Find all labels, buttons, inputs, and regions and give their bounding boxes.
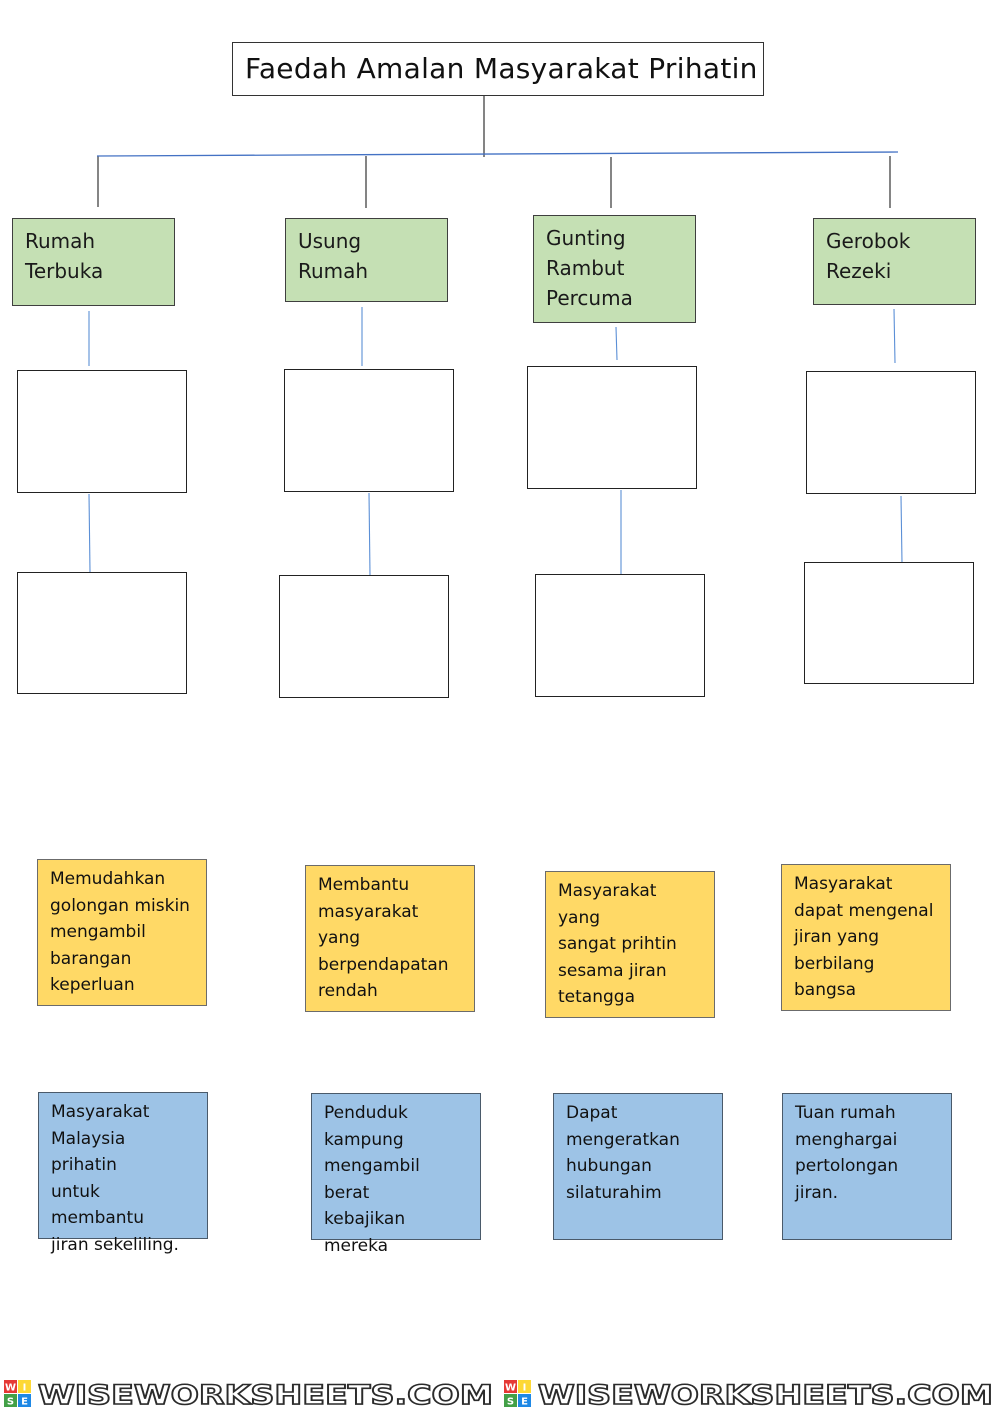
option-text: Masyarakat Malaysia prihatin untuk memba… [51,1102,179,1255]
category-label: Gunting Rambut Percuma [546,226,633,310]
logo-letter: E [521,1397,528,1408]
logo-square-tile [4,1380,17,1393]
logo-square-tile [504,1380,517,1393]
answer-drop-box-1b[interactable] [17,572,187,694]
category-box-usung-rumah: Usung Rumah [285,218,448,302]
option-text: Penduduk kampung mengambil berat kebajik… [324,1103,420,1256]
logo-letter: W [5,1383,16,1394]
draggable-option-yellow-4[interactable]: Masyarakat dapat mengenal jiran yang ber… [781,864,951,1011]
logo-square-tile [4,1394,17,1407]
answer-drop-box-3b[interactable] [535,574,705,697]
link-empty-empty-2 [368,492,371,576]
draggable-option-yellow-2[interactable]: Membantu masyarakat yang berpendapatan r… [305,865,475,1012]
answer-drop-box-4b[interactable] [804,562,974,684]
option-text: Memudahkan golongan miskin mengambil bar… [50,869,190,995]
logo-square-tile [518,1380,531,1393]
option-text: Masyarakat dapat mengenal jiran yang ber… [794,874,934,1000]
category-box-rumah-terbuka: Rumah Terbuka [12,218,175,306]
option-text: Dapat mengeratkan hubungan silaturahim [566,1103,680,1203]
draggable-option-blue-4[interactable]: Tuan rumah menghargai pertolongan jiran. [782,1093,952,1240]
horizontal-branch [96,151,899,157]
answer-drop-box-3a[interactable] [527,366,697,489]
category-label: Gerobok Rezeki [826,229,911,283]
logo-letter: W [505,1383,516,1394]
logo-square-tile [18,1394,31,1407]
logo-letter: I [523,1383,527,1394]
category-label: Usung Rumah [298,229,369,283]
answer-drop-box-4a[interactable] [806,371,976,494]
draggable-option-blue-2[interactable]: Penduduk kampung mengambil berat kebajik… [311,1093,481,1256]
link-green-empty-3 [615,326,618,361]
logo-square-tile [18,1380,31,1393]
category-label: Rumah Terbuka [25,229,104,283]
draggable-option-yellow-1[interactable]: Memudahkan golongan miskin mengambil bar… [37,859,207,1006]
link-empty-empty-4 [900,495,903,564]
option-text: Tuan rumah menghargai pertolongan jiran. [795,1103,899,1203]
logo-square-tile [518,1394,531,1407]
category-box-gunting-rambut-percuma: Gunting Rambut Percuma [533,215,696,323]
option-text: Membantu masyarakat yang berpendapatan r… [318,875,449,1001]
logo-letter: S [7,1397,14,1408]
logo-letter: I [23,1383,27,1394]
logo-letter: S [507,1397,514,1408]
link-empty-empty-1 [88,493,91,573]
answer-drop-box-1a[interactable] [17,370,187,493]
draggable-option-blue-1[interactable]: Masyarakat Malaysia prihatin untuk memba… [38,1092,208,1255]
option-text: Masyarakat yang sangat prihtin sesama ji… [558,881,677,1007]
watermark-text: WISEWORKSHEETS.COM [38,1380,493,1411]
category-box-gerobok-rezeki: Gerobok Rezeki [813,218,976,305]
draggable-option-yellow-3[interactable]: Masyarakat yang sangat prihtin sesama ji… [545,871,715,1018]
link-green-empty-4 [893,308,896,364]
diagram-title: Faedah Amalan Masyarakat Prihatin [232,42,764,96]
logo-letter: E [21,1397,28,1408]
answer-drop-box-2b[interactable] [279,575,449,698]
answer-drop-box-2a[interactable] [284,369,454,492]
watermark-text: WISEWORKSHEETS.COM [538,1380,993,1411]
draggable-option-blue-3[interactable]: Dapat mengeratkan hubungan silaturahim [553,1093,723,1240]
logo-square-tile [504,1394,517,1407]
